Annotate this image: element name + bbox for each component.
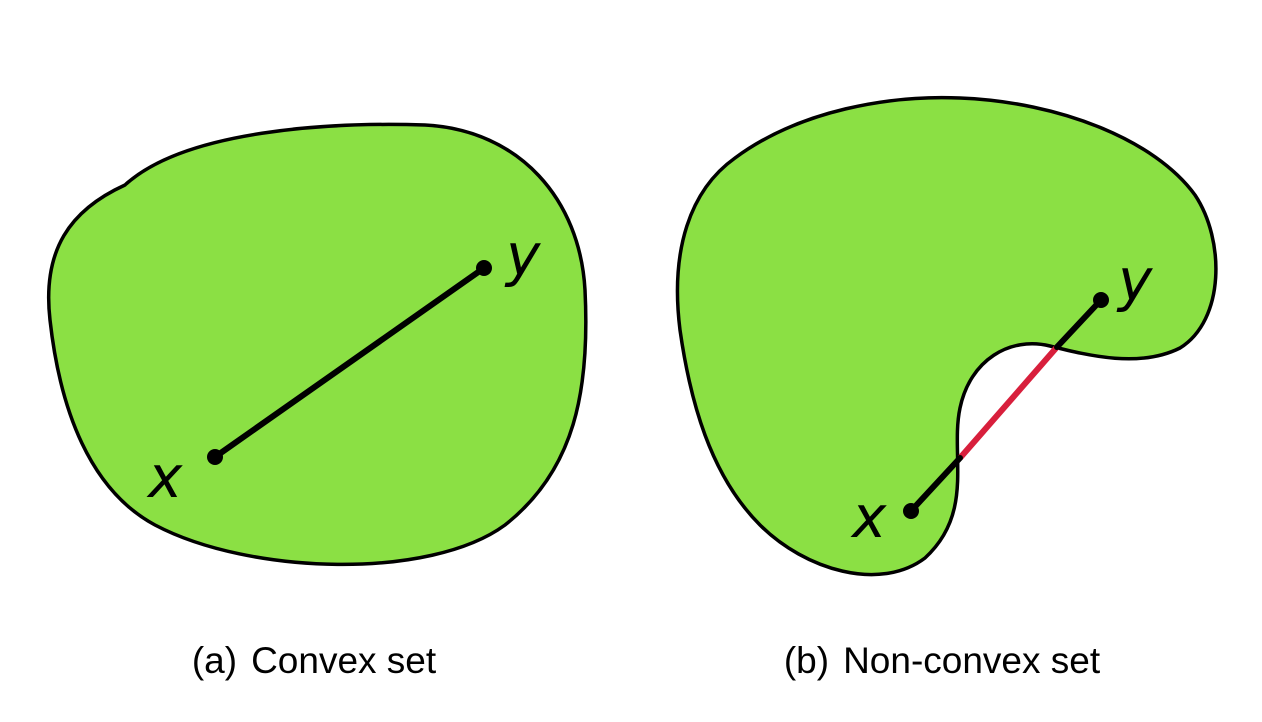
nonconvex-set-shape: [675, 95, 1218, 577]
panel-a-convex: x y: [46, 122, 588, 567]
caption-panel-a: (a) Convex set: [192, 640, 436, 682]
point-x-label-a: x: [146, 443, 183, 511]
caption-panel-b: (b) Non-convex set: [784, 640, 1100, 682]
caption-text-a: Convex set: [251, 640, 437, 681]
caption-tag-a: (a): [191, 640, 238, 681]
panel-b-nonconvex: x y: [675, 95, 1218, 577]
caption-text-b: Non-convex set: [843, 640, 1101, 681]
caption-tag-b: (b): [783, 640, 830, 681]
segment-outside-set: [957, 345, 1060, 460]
point-y-label-a: y: [504, 221, 541, 289]
segment-inside-near-x: [908, 455, 963, 514]
point-x-b: [903, 503, 919, 519]
point-y-b: [1093, 292, 1109, 308]
segment-inside-near-y: [1054, 297, 1104, 350]
point-y-label-b: y: [1116, 246, 1153, 314]
convex-set-shape: [46, 122, 588, 567]
point-y-a: [476, 260, 492, 276]
segment-xy-a: [212, 265, 487, 460]
point-x-a: [207, 449, 223, 465]
point-x-label-b: x: [850, 483, 887, 551]
